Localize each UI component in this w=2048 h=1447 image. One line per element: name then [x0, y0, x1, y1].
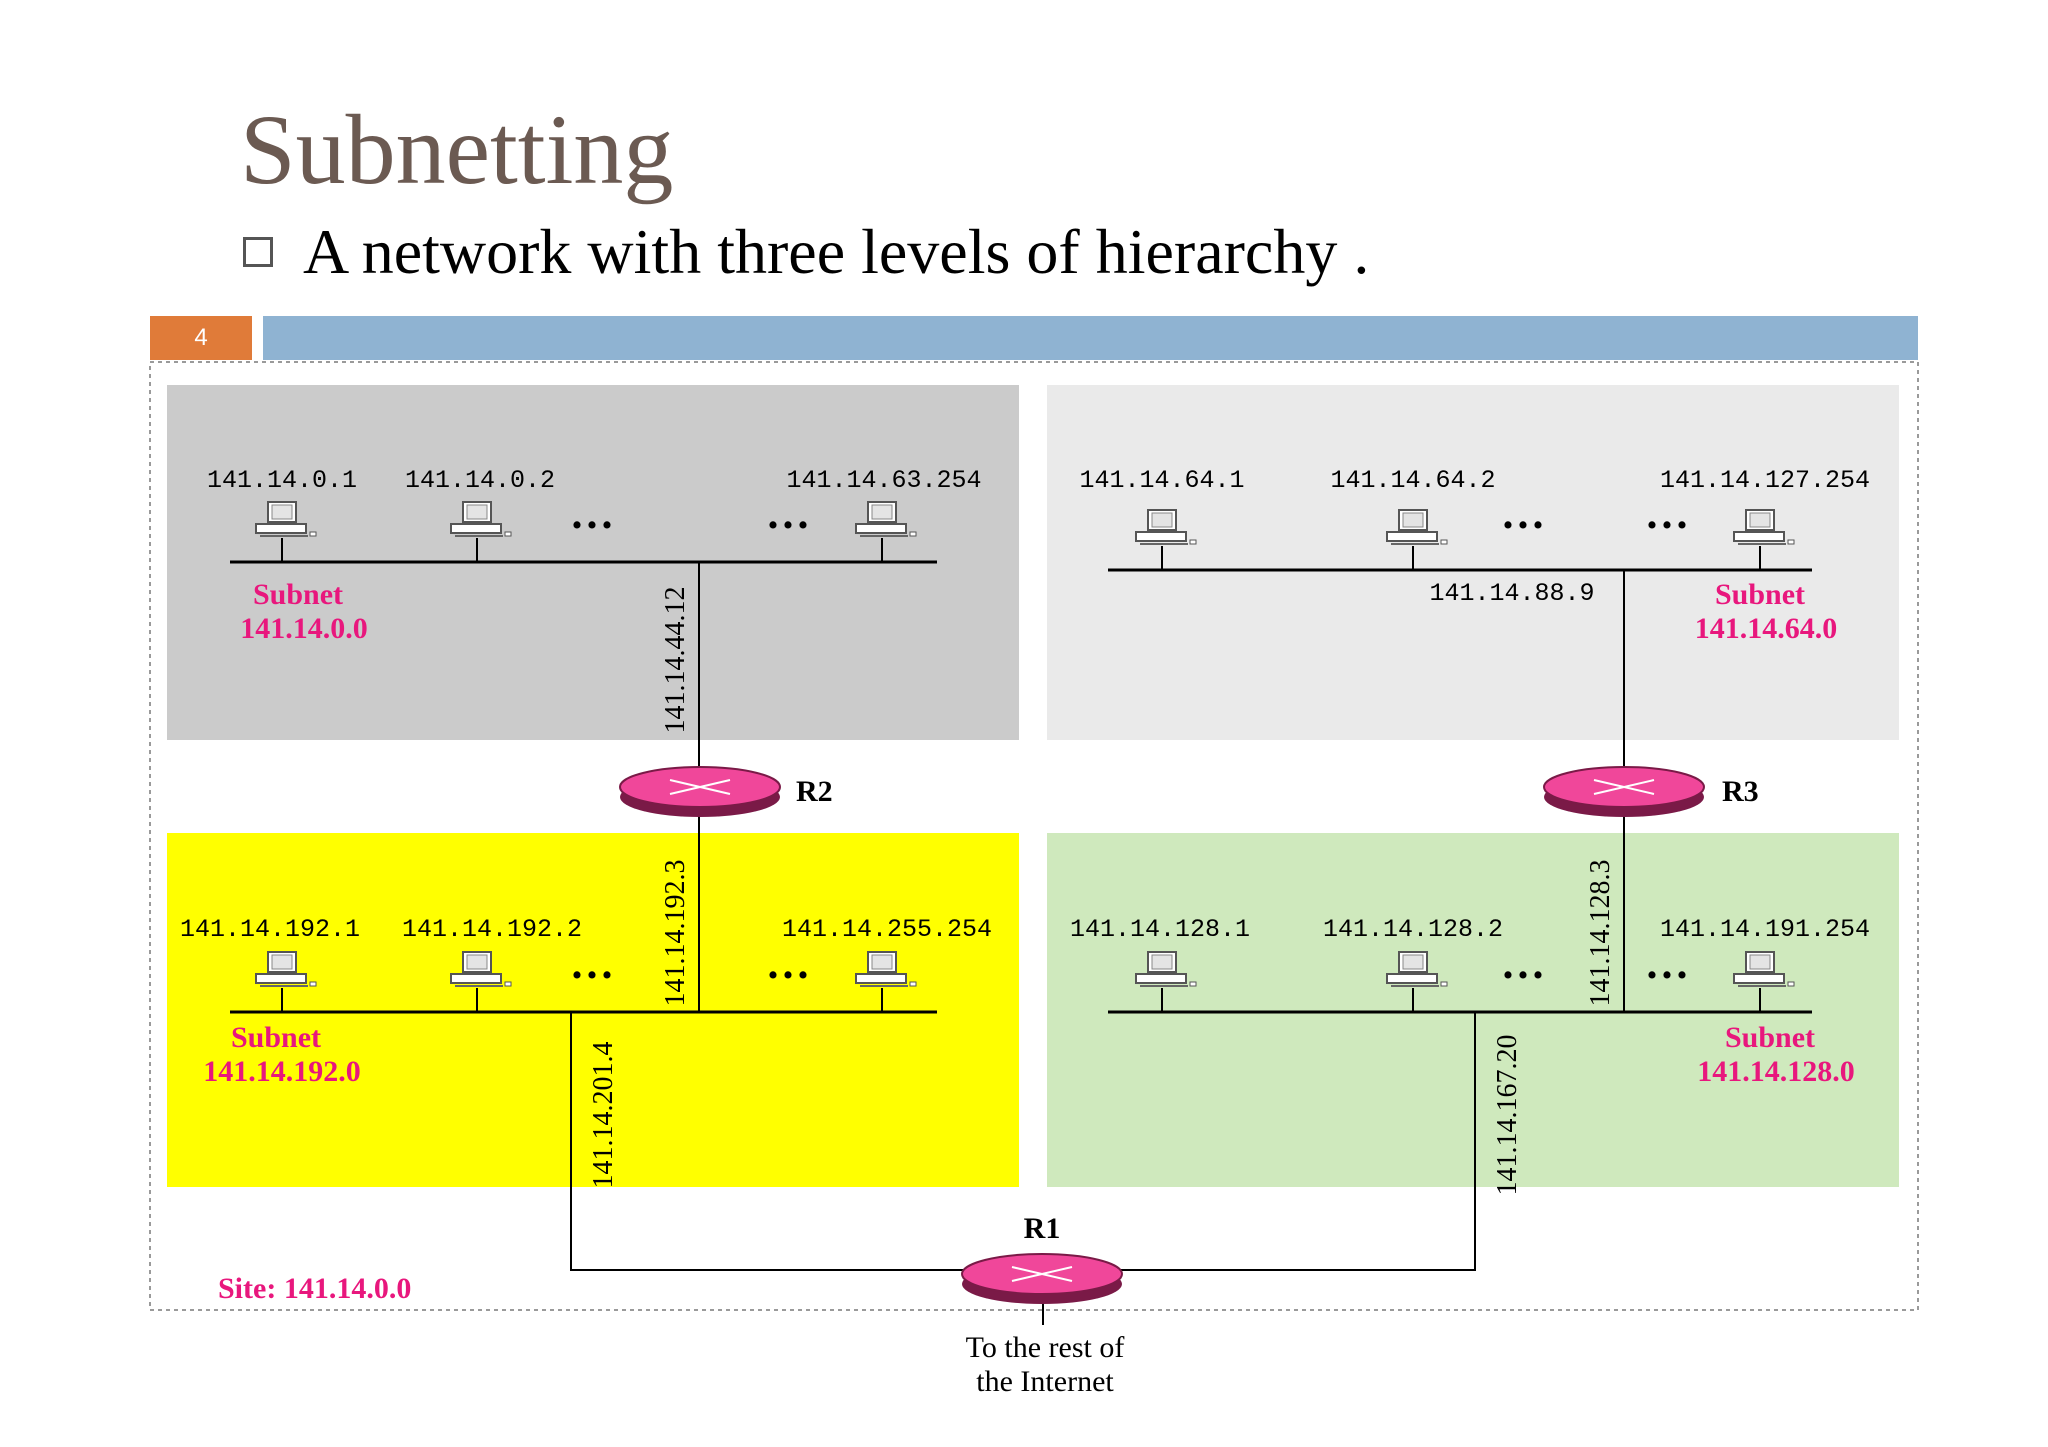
link-d-r1 [1120, 1012, 1476, 1271]
router-r2-icon [619, 766, 781, 817]
host-address: 141.14.255.254 [782, 915, 992, 944]
router-r1-icon [961, 1253, 1123, 1304]
subnet-d-area [1047, 833, 1899, 1187]
host-address: 141.14.0.1 [207, 466, 357, 495]
router-r3-icon [1543, 766, 1705, 817]
host-address: 141.14.64.2 [1330, 466, 1495, 495]
site-label: Site: 141.14.0.0 [218, 1272, 411, 1305]
host-address: 141.14.0.2 [405, 466, 555, 495]
bullet-square-icon [243, 237, 273, 268]
subnet-label: Subnet [1725, 1021, 1815, 1054]
slide-title: Subnetting [240, 94, 674, 205]
router-label: R3 [1722, 775, 1759, 808]
subnet-address: 141.14.128.0 [1697, 1055, 1855, 1088]
host-address: 141.14.128.1 [1070, 915, 1250, 944]
host-address: 141.14.128.2 [1323, 915, 1503, 944]
internet-label: the Internet [976, 1365, 1114, 1398]
subnet-label: Subnet [253, 578, 343, 611]
host-address: 141.14.63.254 [786, 466, 981, 495]
subnet-label: Subnet [231, 1021, 321, 1054]
subnet-address: 141.14.0.0 [240, 612, 368, 645]
ellipsis: ••• [765, 962, 810, 991]
header-bar [263, 316, 1918, 360]
internet-label: To the rest of [966, 1331, 1125, 1364]
subnet-address: 141.14.192.0 [203, 1055, 361, 1088]
router-interface-address: 141.14.167.20 [1492, 1035, 1523, 1196]
router-label: R1 [1024, 1212, 1061, 1245]
ellipsis: ••• [1500, 962, 1545, 991]
host-address: 141.14.64.1 [1079, 466, 1244, 495]
subnet-address: 141.14.64.0 [1695, 612, 1838, 645]
router-interface-address: 141.14.201.4 [588, 1042, 619, 1189]
host-address: 141.14.192.2 [402, 915, 582, 944]
ellipsis: ••• [765, 512, 810, 541]
router-interface-address: 141.14.44.12 [660, 587, 691, 734]
link-c-r1 [570, 1012, 965, 1271]
router-label: R2 [796, 775, 833, 808]
host-address: 141.14.191.254 [1660, 915, 1870, 944]
router-interface-address: 141.14.88.9 [1429, 579, 1594, 608]
site-border [149, 361, 1919, 1311]
host-address: 141.14.127.254 [1660, 466, 1870, 495]
subnet-c-area [167, 833, 1019, 1187]
ellipsis: ••• [1644, 512, 1689, 541]
subnet-label: Subnet [1715, 578, 1805, 611]
subnet-b-area [1047, 385, 1899, 740]
ellipsis: ••• [1500, 512, 1545, 541]
router-interface-address: 141.14.128.3 [1585, 860, 1616, 1007]
ellipsis: ••• [569, 512, 614, 541]
router-interface-address: 141.14.192.3 [660, 860, 691, 1007]
host-address: 141.14.192.1 [180, 915, 360, 944]
ellipsis: ••• [1644, 962, 1689, 991]
ellipsis: ••• [569, 962, 614, 991]
bullet-item: A network with three levels of hierarchy… [243, 220, 1369, 284]
page-number: 4 [150, 316, 252, 360]
bullet-text: A network with three levels of hierarchy… [303, 216, 1370, 287]
